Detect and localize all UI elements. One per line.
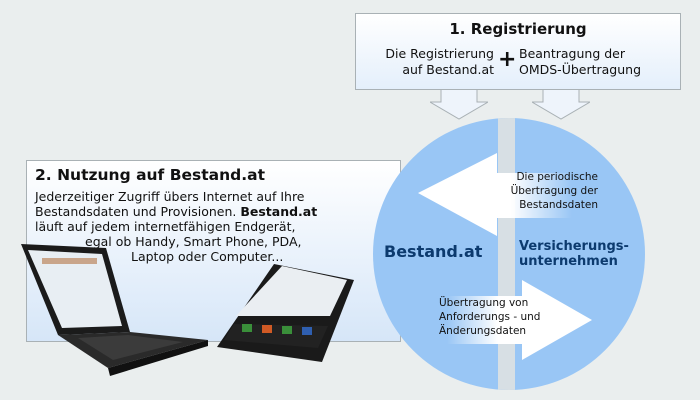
usage-title: 2. Nutzung auf Bestand.at	[35, 166, 266, 184]
brand-name: Bestand.at	[240, 204, 318, 219]
insurer-line: Versicherungs-	[519, 239, 629, 254]
cycle-diagram	[373, 118, 645, 390]
periodic-line: Übertragung der	[510, 185, 598, 197]
insurer-label: Versicherungs- unternehmen	[519, 239, 629, 269]
registration-right-text: Beantragung der OMDS-Übertragung	[519, 46, 641, 78]
usage-line: egal ob Handy, Smart Phone, PDA,	[85, 234, 302, 249]
down-arrow-icon	[532, 90, 590, 120]
periodic-line: Bestandsdaten	[519, 199, 598, 211]
usage-line: Bestandsdaten und Provisionen. Bestand.a…	[35, 204, 317, 219]
transfer-line: Anforderungs - und	[439, 311, 541, 323]
usage-line: Jederzeitiger Zugriff übers Internet auf…	[35, 189, 305, 204]
down-arrow-icon	[430, 90, 488, 120]
laptop-icon	[21, 244, 208, 376]
registration-box: 1. Registrierung Die Registrierung auf B…	[355, 13, 681, 90]
usage-description: Jederzeitiger Zugriff übers Internet auf…	[35, 189, 317, 264]
periodic-line: Die periodische	[516, 171, 598, 183]
plus-icon: +	[498, 47, 517, 72]
periodic-transfer-text: Die periodische Übertragung der Bestands…	[440, 170, 598, 212]
transfer-line: Änderungsdaten	[439, 325, 527, 337]
registration-right-line-2: OMDS-Übertragung	[519, 62, 642, 77]
request-transfer-text: Übertragung von Anforderungs - und Änder…	[439, 296, 540, 338]
registration-left-line-2: auf Bestand.at	[402, 62, 494, 77]
insurer-line: unternehmen	[519, 254, 618, 269]
usage-line-part: Bestandsdaten und Provisionen.	[35, 204, 241, 219]
bestand-label: Bestand.at	[384, 242, 483, 261]
usage-line: Laptop oder Computer...	[131, 249, 284, 264]
registration-right-line-1: Beantragung der	[519, 46, 625, 61]
usage-line: läuft auf jedem internetfähigen Endgerät…	[35, 219, 296, 234]
registration-left-line-1: Die Registrierung	[385, 46, 494, 61]
registration-left-text: Die Registrierung auf Bestand.at	[385, 46, 494, 78]
registration-title: 1. Registrierung	[449, 20, 587, 38]
smartphone-icon	[217, 264, 354, 362]
transfer-line: Übertragung von	[439, 297, 529, 309]
